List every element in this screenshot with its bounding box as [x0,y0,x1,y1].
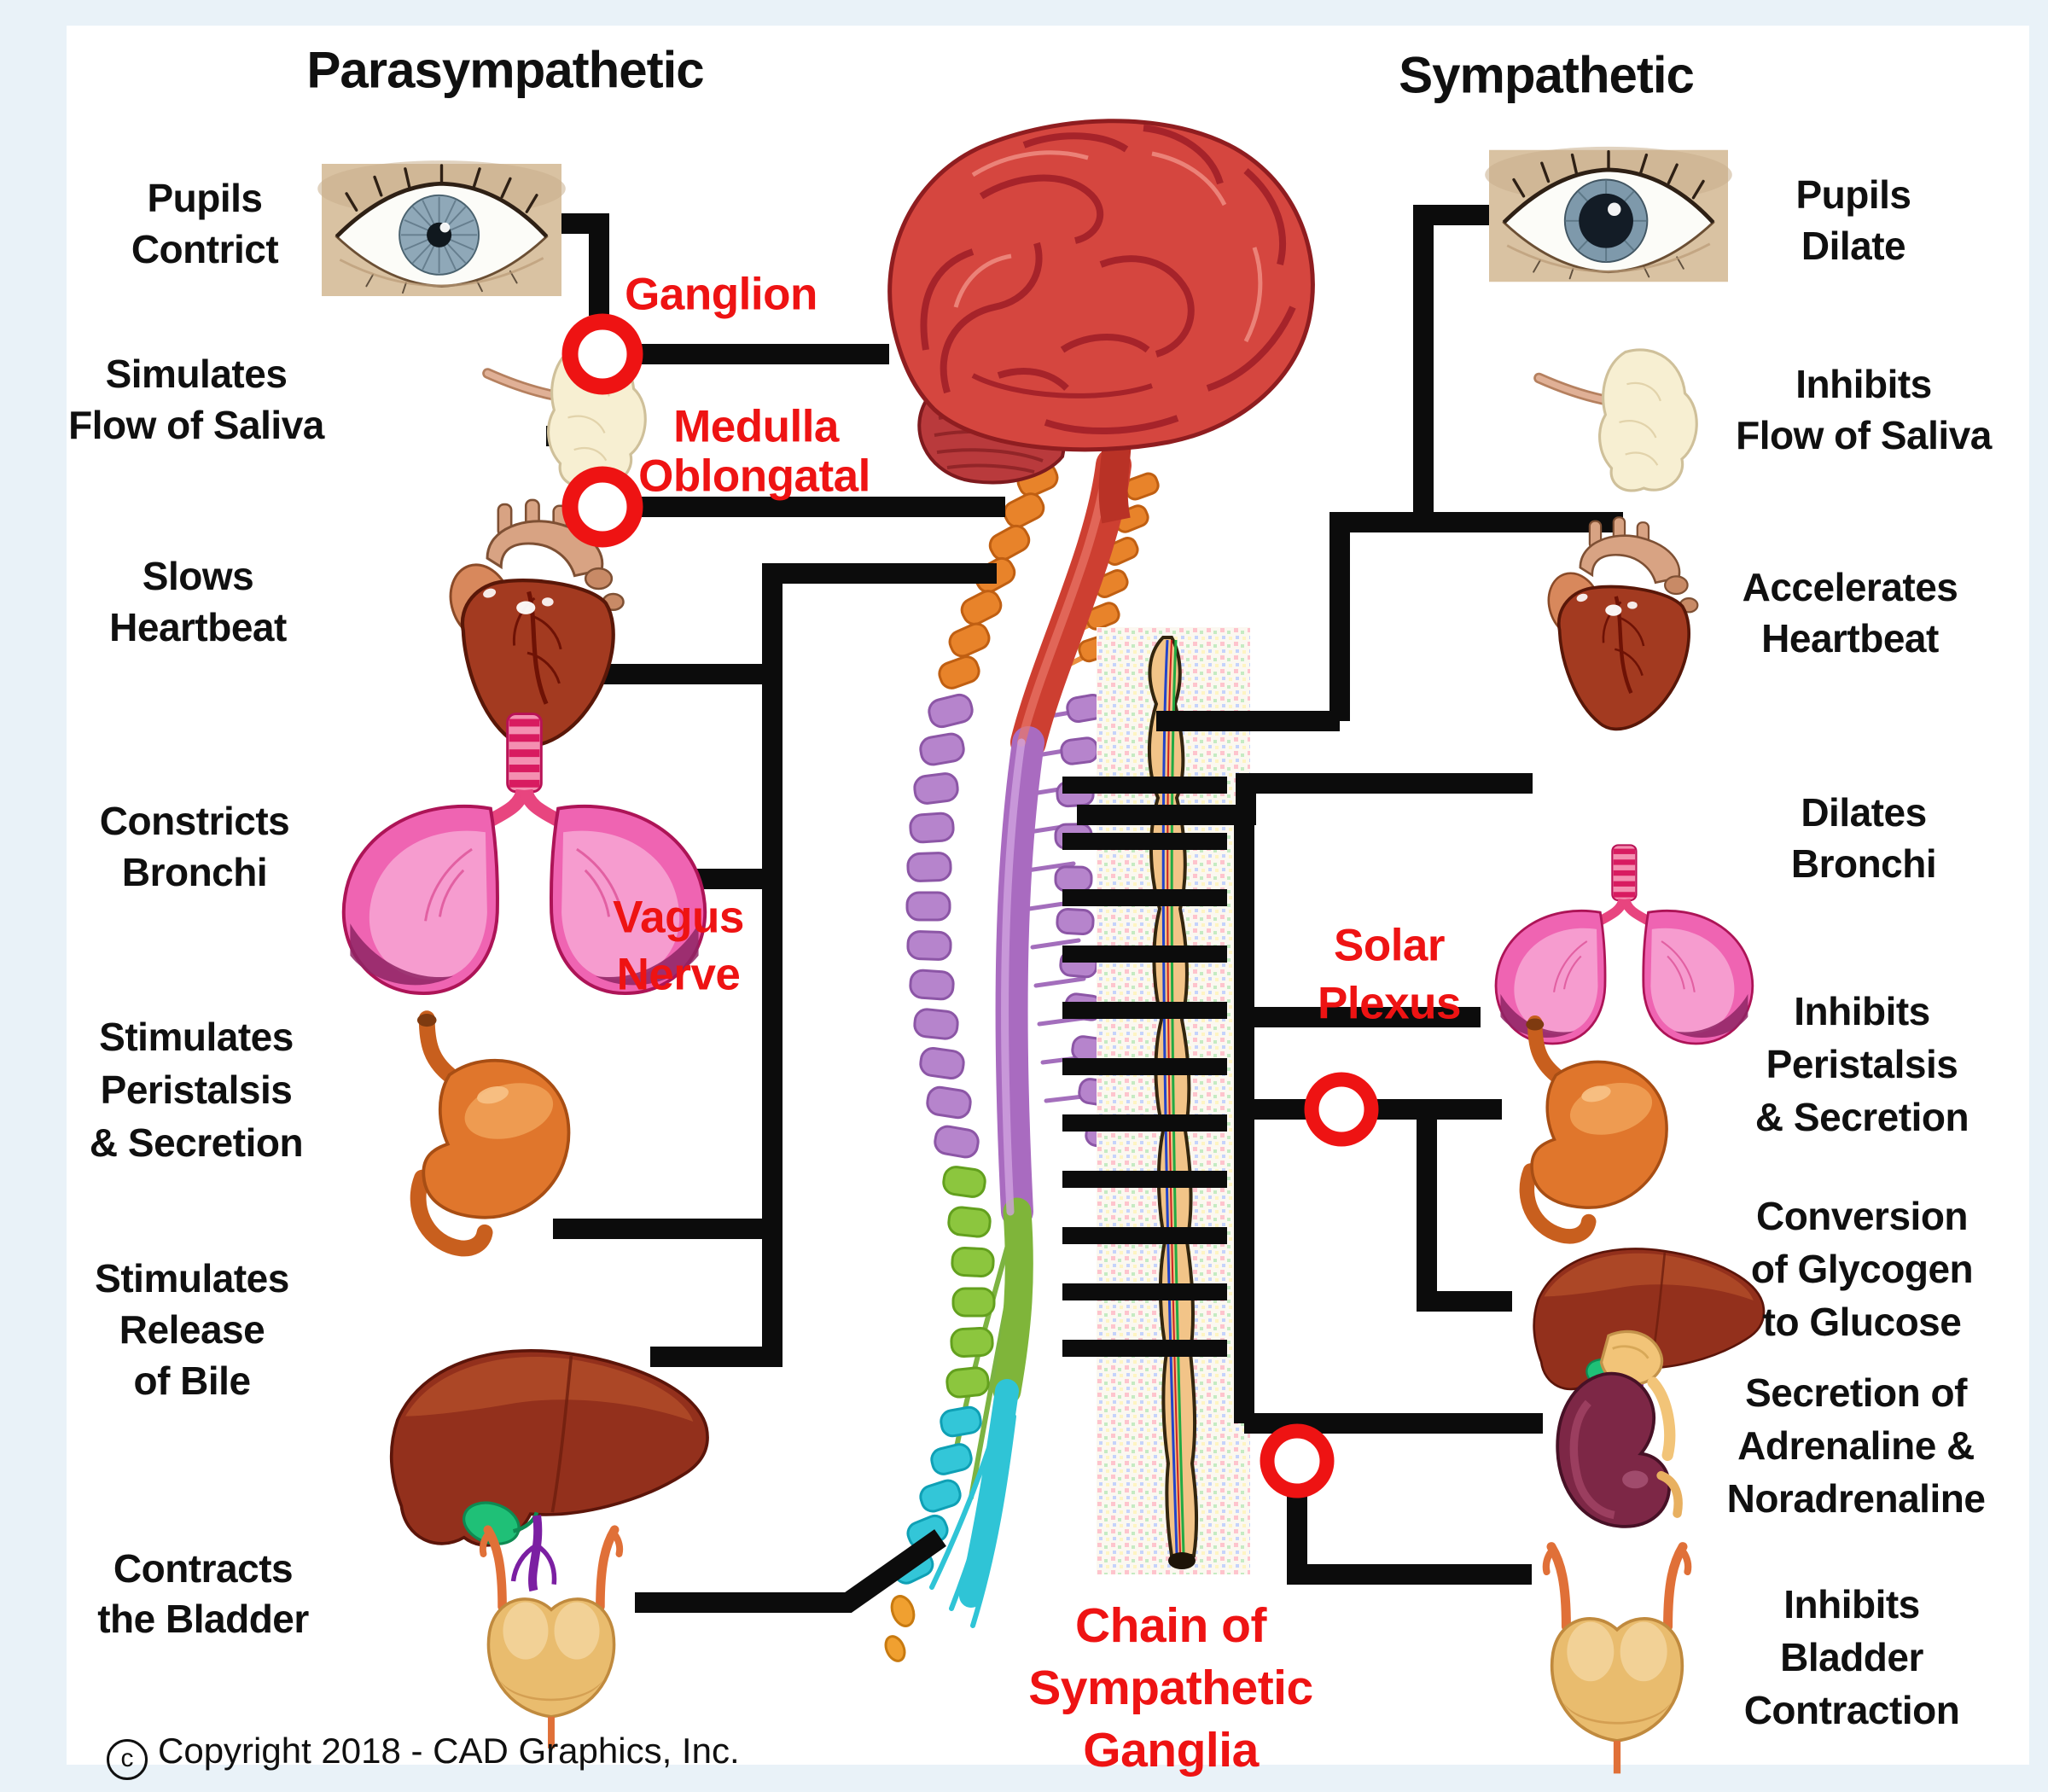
stomach-icon [1519,1015,1668,1244]
label-stim-peristalsis-3: & Secretion [89,1120,304,1165]
label-release-bile-3: of Bile [133,1359,251,1403]
bladder-icon [1542,1542,1692,1774]
label-chain-2: Sympathetic [1028,1661,1313,1715]
label-release-bile-2: Release [119,1307,265,1352]
heart-icon [1547,516,1699,731]
medulla-ring-icon [561,466,643,548]
lungs-icon [1494,844,1754,1045]
label-stim-peristalsis-1: Stimulates [99,1015,294,1059]
label-inhibits-bladder-1: Inhibits [1783,1582,1920,1626]
copyright-text: Copyright 2018 - CAD Graphics, Inc. [158,1731,740,1771]
liver-glycogen-line [1417,1109,1512,1312]
label-accelerates-heartbeat-1: Accelerates [1742,565,1958,609]
eye-to-ganglion-line [555,213,609,316]
salivary-gland-icon [1533,348,1698,492]
constricted-pupil-eye-icon [317,160,566,296]
liver-icon [389,1349,709,1592]
label-chain-1: Chain of [1075,1598,1266,1653]
label-inhibits-saliva-2: Flow of Saliva [1736,413,1992,457]
label-pupils-dilate-2: Dilate [1801,224,1906,268]
vagus-nerve-line [650,563,997,1367]
dilated-pupil-eye-icon [1485,146,1732,282]
kidney-adrenal-icon [1556,1329,1683,1528]
label-constricts-bronchi-2: Bronchi [121,850,268,894]
label-glycogen-2: of Glycogen [1750,1247,1974,1291]
label-simulates-saliva-2: Flow of Saliva [68,403,324,447]
label-medulla-1: Medulla [673,401,839,452]
label-pupils-dilate-1: Pupils [1795,172,1911,217]
label-dilates-bronchi-1: Dilates [1801,790,1927,835]
label-simulates-saliva-1: Simulates [105,352,288,396]
copyright-symbol: c [107,1739,148,1780]
label-slows-heartbeat-1: Slows [142,554,254,598]
label-accelerates-heartbeat-2: Heartbeat [1761,616,1939,660]
label-glycogen-1: Conversion [1755,1194,1969,1238]
label-constricts-bronchi-1: Constricts [99,799,290,843]
label-adrenaline-1: Secretion of [1745,1370,1967,1415]
chain-ganglion-ring-icon [1260,1423,1335,1498]
label-contracts-bladder-2: the Bladder [97,1597,309,1641]
label-contracts-bladder-1: Contracts [113,1546,294,1591]
liver-icon [1533,1248,1766,1424]
label-vagus-2: Nerve [616,949,741,1000]
label-inhibits-saliva-1: Inhibits [1795,362,1932,406]
label-ganglion: Ganglion [625,269,817,320]
label-inhibits-bladder-2: Bladder [1780,1635,1923,1679]
sympathetic-title: Sympathetic [1399,46,1695,104]
label-inhibits-peristalsis-1: Inhibits [1794,989,1930,1033]
sympathetic-connectors [1077,205,1623,1585]
eye-dilate-line [1413,205,1495,532]
label-inhibits-bladder-3: Contraction [1743,1688,1960,1732]
label-adrenaline-3: Noradrenaline [1726,1476,1986,1521]
heart-accelerate-line [1077,773,1533,825]
lungs-icon [341,713,707,996]
parasympathetic-connectors [527,213,1005,1613]
ganglion-ring-icon [561,313,643,395]
label-adrenaline-2: Adrenaline & [1737,1423,1975,1468]
label-vagus-1: Vagus [613,892,744,943]
label-inhibits-peristalsis-3: & Secretion [1754,1095,1969,1139]
label-pupils-contrict-1: Pupils [147,176,263,220]
label-dilates-bronchi-2: Bronchi [1790,841,1937,886]
label-solar-2: Plexus [1318,978,1461,1029]
solar-plexus-ring-icon [1304,1072,1379,1147]
label-release-bile-1: Stimulates [95,1256,289,1300]
stomach-icon [410,1010,571,1257]
parasympathetic-title: Parasympathetic [306,41,704,99]
label-inhibits-peristalsis-2: Peristalsis [1766,1042,1958,1086]
label-glycogen-3: to Glucose [1762,1300,1962,1344]
label-pupils-contrict-2: Contrict [131,227,279,271]
bladder-icon [479,1525,624,1748]
saliva-inhibit-line [1329,512,1623,721]
bladder-sacral-line [635,1529,946,1613]
label-solar-1: Solar [1333,920,1446,971]
label-stim-peristalsis-2: Peristalsis [100,1068,293,1112]
label-slows-heartbeat-2: Heartbeat [109,605,287,649]
label-chain-3: Ganglia [1083,1723,1259,1777]
brain-icon [887,119,1315,524]
spinal-rungs [1062,777,1227,1357]
label-medulla-2: Oblongatal [638,451,870,502]
